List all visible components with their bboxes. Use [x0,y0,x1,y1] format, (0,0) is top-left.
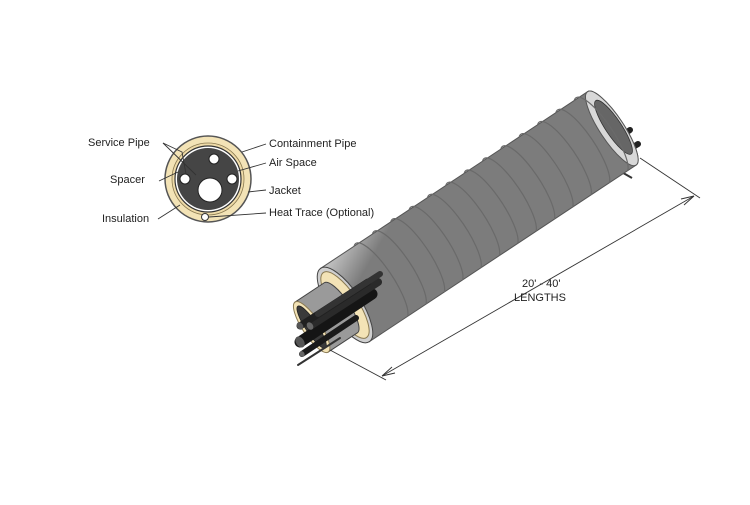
label-containment-pipe: Containment Pipe [269,138,356,150]
dimension-length-value: 20' - 40' [522,278,560,290]
jacket-seam [500,145,556,220]
jacket-seams [353,96,629,317]
dimension-main [381,195,695,377]
front-pipe-2 [306,278,382,330]
leader-spacer [158,171,179,182]
leader-service-pipe-b [162,142,187,175]
jacket-seam [518,133,574,208]
front-pipe-1 [294,288,378,348]
service-pipe-small-right [226,173,238,185]
jacket-seam [573,96,629,171]
heat-trace-front [297,337,341,366]
dimension-arrow-far [680,195,695,206]
leader-containment-pipe [241,143,267,153]
leader-heat-trace [208,212,267,218]
dimension-length-label: LENGTHS [514,292,566,304]
jacket-seam [408,205,464,281]
cross-section: Service Pipe Spacer Insulation Containme… [88,135,374,225]
heat-trace-cable [201,213,209,221]
label-jacket: Jacket [269,185,301,197]
jacket-seam [445,181,501,256]
jacket-seam [390,218,446,293]
front-service-pipes [294,271,383,366]
front-pipe-5 [299,315,359,357]
leader-air-space [237,162,267,172]
label-service-pipe: Service Pipe [88,137,150,149]
label-air-space: Air Space [269,157,317,169]
front-pipe-4 [315,271,383,317]
pipe-assembly: 20' - 40' LENGTHS [292,90,701,381]
dimension-extension-far [639,157,701,199]
label-heat-trace: Heat Trace (Optional) [269,207,374,219]
jacket-seam [426,193,482,268]
dimension-arrow-near [381,366,396,377]
dimension-extension-near [329,349,387,381]
jacket-seam [481,157,537,232]
jacket-body [320,90,639,343]
leader-insulation [157,204,181,220]
jacket-seam [353,242,409,317]
leader-service-pipe-a [162,142,197,176]
dimension-line [329,157,701,381]
label-spacer: Spacer [110,174,145,186]
jacket-seam [463,169,519,244]
label-insulation: Insulation [102,213,149,225]
leader-jacket [247,189,267,193]
jacket-seam [536,120,592,196]
service-pipe-large [197,177,223,203]
service-pipe-small-left [179,173,191,185]
jacket-seam [555,108,611,183]
leader-lines [157,142,267,220]
service-pipe-small-top [208,153,220,165]
jacket-seam [371,230,427,305]
